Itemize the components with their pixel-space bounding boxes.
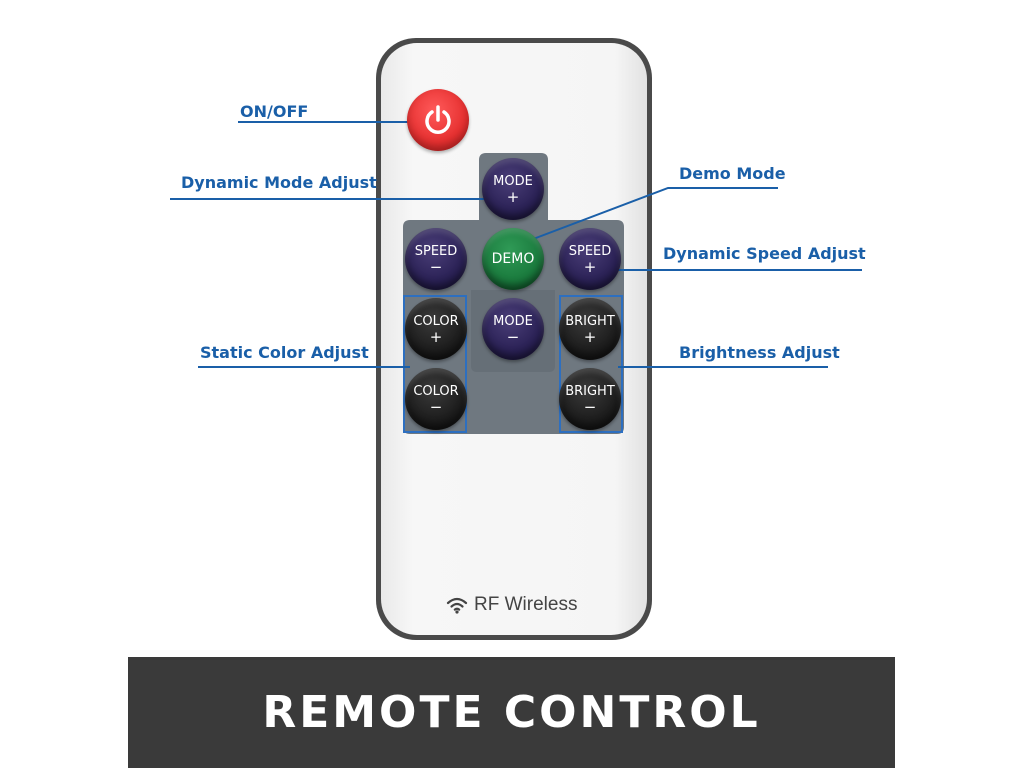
bright-group-box	[559, 295, 623, 433]
bright-plus-label: BRIGHT	[565, 314, 615, 329]
color-plus-sign: +	[429, 328, 443, 346]
label-dynamic-speed-adjust: Dynamic Speed Adjust	[663, 244, 866, 263]
callout-line-demo-mode	[519, 187, 778, 245]
wifi-icon	[446, 597, 468, 614]
mode-plus-label: MODE	[493, 174, 533, 189]
footer-title: REMOTE CONTROL	[262, 687, 761, 738]
color-plus-label: COLOR	[413, 314, 459, 329]
speed-plus-label: SPEED	[568, 244, 612, 259]
demo-label: DEMO	[491, 251, 535, 267]
bright-minus-sign: −	[583, 398, 597, 416]
mode-minus-label: MODE	[493, 314, 533, 329]
speed-minus-button[interactable]: SPEED −	[405, 228, 467, 290]
speed-minus-label: SPEED	[414, 244, 458, 259]
color-minus-sign: −	[429, 398, 443, 416]
brand-text: RF Wireless	[474, 594, 578, 615]
speed-plus-button[interactable]: SPEED +	[559, 228, 621, 290]
label-demo-mode: Demo Mode	[679, 164, 786, 183]
bright-minus-button[interactable]: BRIGHT −	[559, 368, 621, 430]
power-icon	[425, 105, 451, 134]
label-on-off: ON/OFF	[240, 102, 309, 121]
color-minus-button[interactable]: COLOR −	[405, 368, 467, 430]
demo-button[interactable]: DEMO	[482, 228, 544, 290]
label-brightness-adjust: Brightness Adjust	[679, 343, 840, 362]
color-group-box	[403, 295, 467, 433]
mode-minus-button[interactable]: MODE −	[482, 298, 544, 360]
label-static-color-adjust: Static Color Adjust	[200, 343, 369, 362]
mode-plus-sign: +	[506, 188, 520, 206]
bright-minus-label: BRIGHT	[565, 384, 615, 399]
footer-banner: REMOTE CONTROL	[128, 657, 895, 768]
bright-plus-sign: +	[583, 328, 597, 346]
power-button[interactable]	[407, 89, 469, 151]
speed-plus-sign: +	[583, 258, 597, 276]
color-minus-label: COLOR	[413, 384, 459, 399]
mode-minus-sign: −	[506, 328, 520, 346]
color-plus-button[interactable]: COLOR +	[405, 298, 467, 360]
speed-minus-sign: −	[429, 258, 443, 276]
label-dynamic-mode-adjust: Dynamic Mode Adjust	[181, 173, 377, 192]
bright-plus-button[interactable]: BRIGHT +	[559, 298, 621, 360]
mode-plus-button[interactable]: MODE +	[482, 158, 544, 220]
brand-badge: RF Wireless	[446, 592, 577, 618]
